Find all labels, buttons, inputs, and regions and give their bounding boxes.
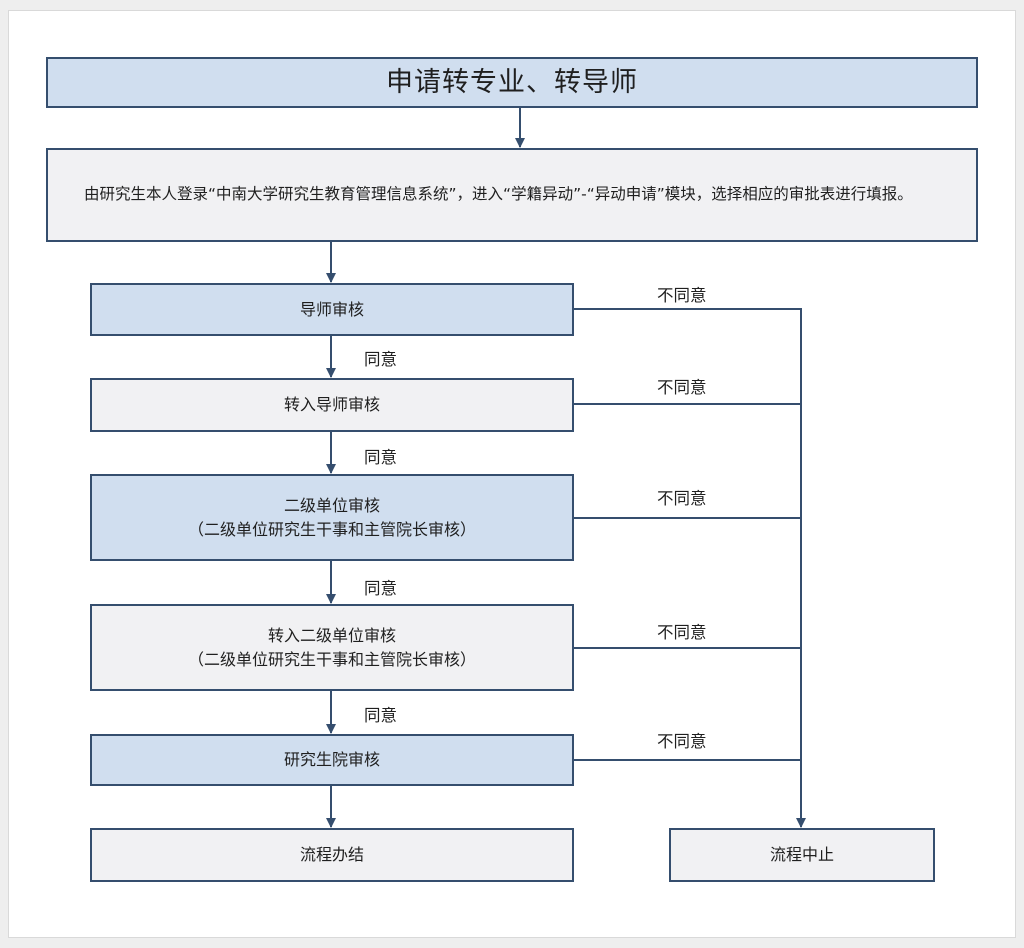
approve-label-3: 同意	[364, 579, 397, 598]
reject-label-4: 不同意	[657, 623, 707, 642]
step-label: 转入二级单位审核	[267, 626, 396, 646]
title-box: 申请转专业、转导师	[46, 57, 978, 108]
step-label: 研究生院审核	[283, 750, 380, 770]
end-completed-label: 流程办结	[299, 845, 364, 865]
end-terminated-label: 流程中止	[769, 845, 834, 865]
step-graduate-school-review: 研究生院审核	[90, 734, 574, 786]
step-sublabel: （二级单位研究生干事和主管院长审核）	[187, 649, 476, 669]
title-text: 申请转专业、转导师	[386, 66, 638, 98]
reject-label-5: 不同意	[657, 732, 707, 751]
intro-text: 由研究生本人登录“中南大学研究生教育管理信息系统”，进入“学籍异动”-“异动申请…	[84, 185, 913, 204]
approve-label-2: 同意	[364, 448, 397, 467]
step-department-review: 二级单位审核 （二级单位研究生干事和主管院长审核）	[90, 474, 574, 561]
step-advisor-review: 导师审核	[90, 283, 574, 336]
reject-label-3: 不同意	[657, 489, 707, 508]
reject-label-1: 不同意	[657, 286, 707, 305]
step-sublabel: （二级单位研究生干事和主管院长审核）	[187, 519, 476, 539]
reject-label-2: 不同意	[657, 378, 707, 397]
step-label: 二级单位审核	[283, 496, 380, 516]
approve-label-1: 同意	[364, 350, 397, 369]
approve-label-4: 同意	[364, 706, 397, 725]
step-label: 转入导师审核	[283, 395, 380, 415]
end-terminated-box: 流程中止	[669, 828, 935, 882]
step-new-department-review: 转入二级单位审核 （二级单位研究生干事和主管院长审核）	[90, 604, 574, 691]
intro-box: 由研究生本人登录“中南大学研究生教育管理信息系统”，进入“学籍异动”-“异动申请…	[46, 148, 978, 242]
step-new-advisor-review: 转入导师审核	[90, 378, 574, 432]
end-completed-box: 流程办结	[90, 828, 574, 882]
step-label: 导师审核	[299, 299, 364, 319]
